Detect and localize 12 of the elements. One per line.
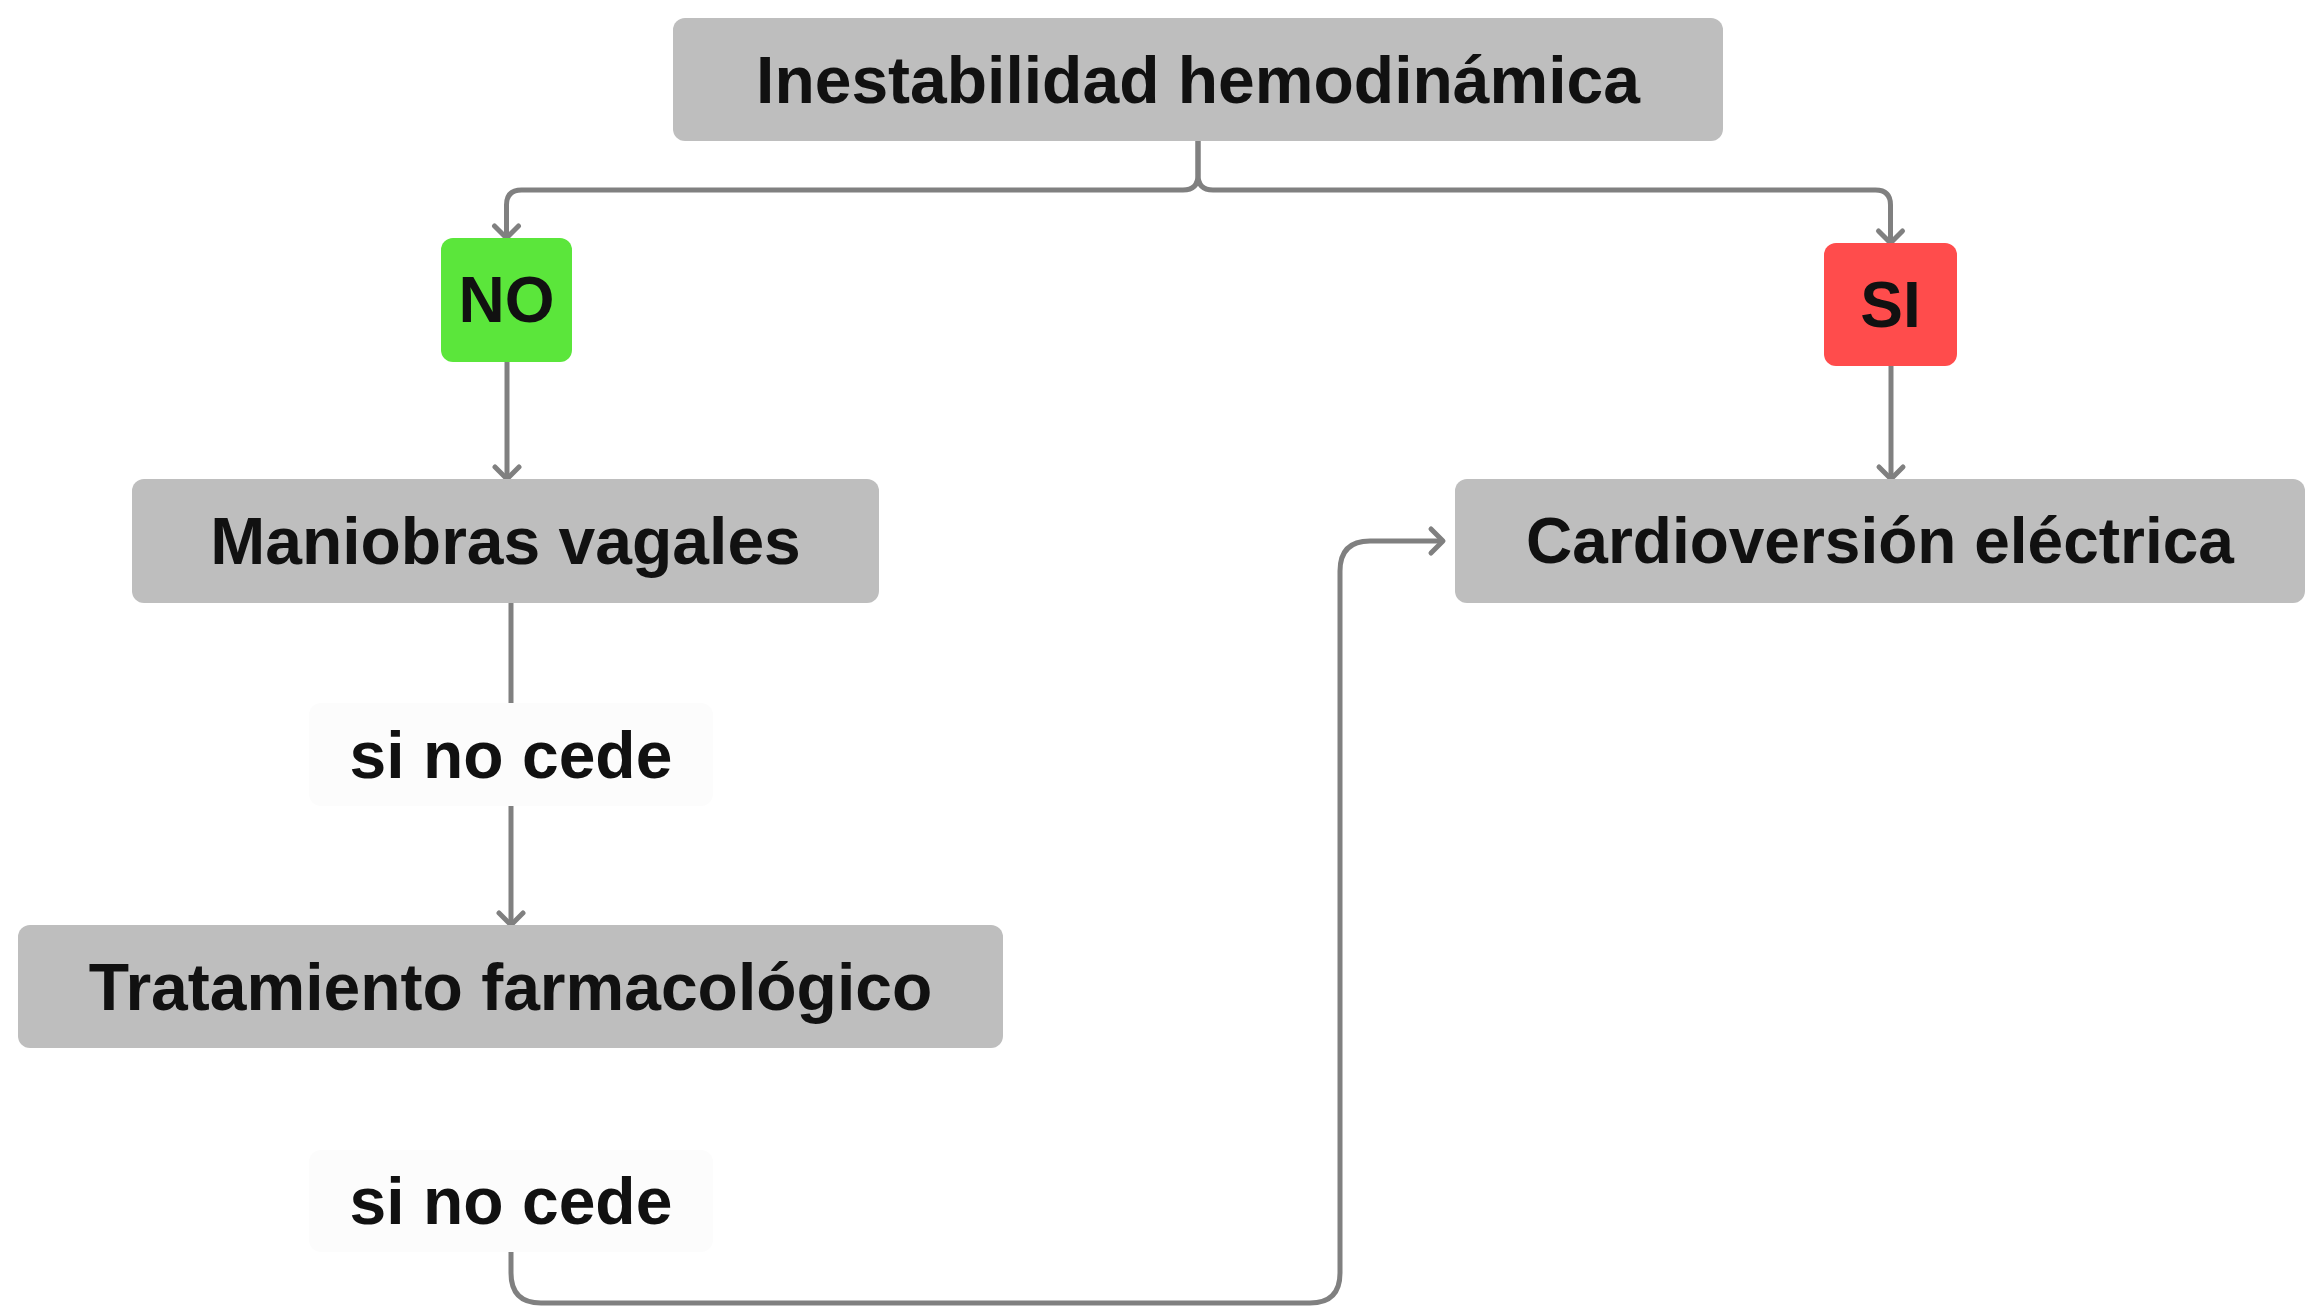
decision-box: NO bbox=[441, 238, 572, 362]
arrow bbox=[1195, 141, 1905, 246]
arrow bbox=[508, 526, 1446, 1306]
decision-box: SI bbox=[1824, 243, 1957, 366]
arrow bbox=[1876, 366, 1906, 482]
process-box: Cardioversión eléctrica bbox=[1455, 479, 2305, 603]
connector-line bbox=[508, 603, 514, 703]
process-box: Maniobras vagales bbox=[132, 479, 879, 603]
arrow bbox=[492, 362, 522, 482]
process-box: Tratamiento farmacológico bbox=[18, 925, 1003, 1048]
process-box: Inestabilidad hemodinámica bbox=[673, 18, 1723, 141]
arrow bbox=[496, 806, 526, 928]
